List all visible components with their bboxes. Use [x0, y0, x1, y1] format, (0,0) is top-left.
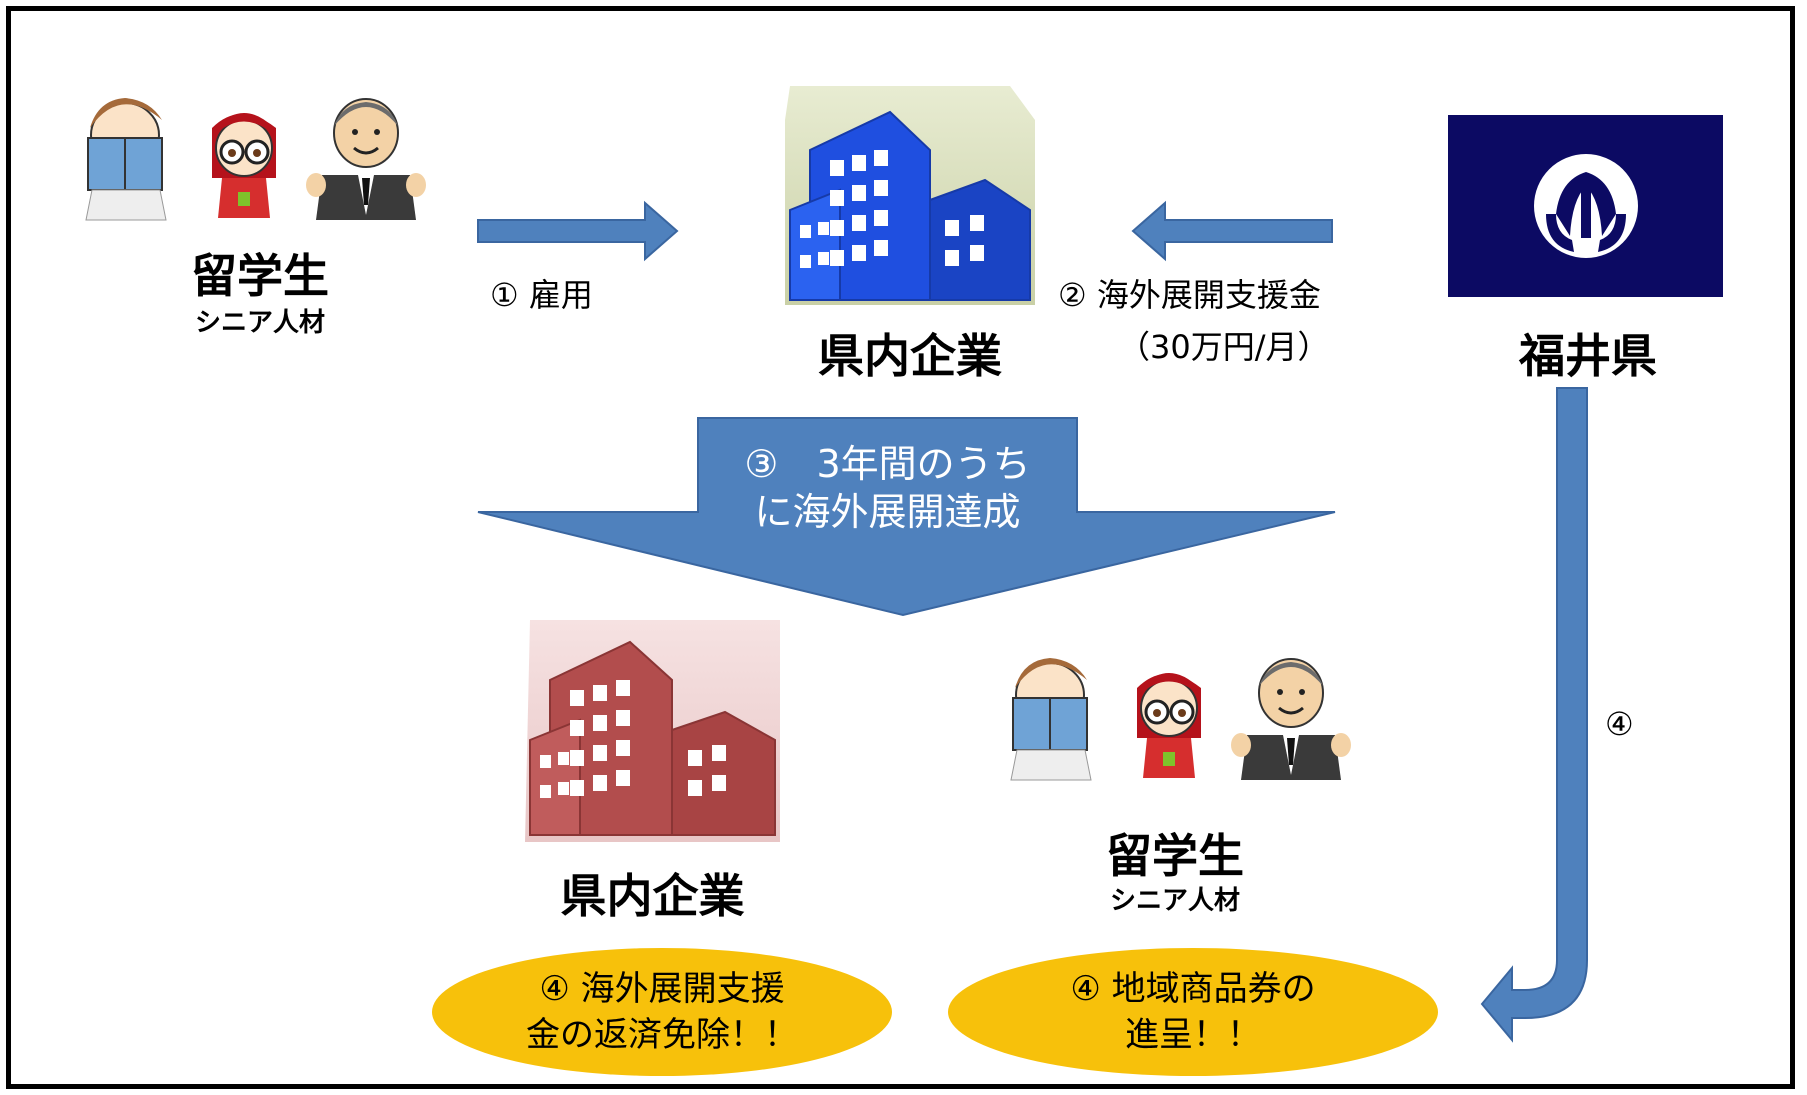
step2-line2: （30万円/月） — [1118, 328, 1330, 366]
senior-man-icon — [1231, 658, 1351, 780]
people-illustration-bottom — [1010, 658, 1351, 781]
step4-side-label: ④ — [1605, 705, 1634, 743]
benefit-people-line2: 進呈！！ — [1125, 1015, 1261, 1055]
diagram-frame — [6, 6, 1795, 1089]
step1-label: ① 雇用 — [490, 276, 593, 314]
girl-glasses-icon — [1137, 673, 1201, 778]
benefit-company-line1: ④ 海外展開支援 — [539, 969, 785, 1009]
building-blue-icon — [785, 86, 1035, 305]
arrow-step1 — [477, 200, 679, 262]
step3-line1: ③ 3年間のうち — [744, 442, 1031, 486]
prefecture-label: 福井県 — [1519, 329, 1657, 383]
benefit-people-line1: ④ 地域商品券の — [1070, 969, 1316, 1009]
senior-man-icon — [306, 98, 426, 220]
benefit-company-ellipse: ④ 海外展開支援 金の返済免除！！ — [432, 948, 892, 1076]
bottom-people-sublabel: シニア人材 — [1109, 886, 1240, 916]
top-company-label: 県内企業 — [818, 329, 1002, 383]
step3-text: ③ 3年間のうち に海外展開達成 — [698, 440, 1077, 536]
fukui-flag-icon — [1448, 115, 1723, 297]
bottom-people-label: 留学生 — [1106, 829, 1244, 883]
bottom-company-label: 県内企業 — [560, 869, 745, 923]
people-illustration-top — [85, 98, 426, 221]
reader-person-icon — [1010, 658, 1092, 781]
benefit-company-line2: 金の返済免除！！ — [526, 1015, 798, 1055]
arrow-step4-curve — [1480, 387, 1588, 1043]
girl-glasses-icon — [212, 113, 276, 218]
step2-line1: ② 海外展開支援金 — [1058, 276, 1321, 314]
step3-line2: に海外展開達成 — [754, 490, 1021, 534]
reader-person-icon — [85, 98, 167, 221]
arrow-step2 — [1131, 200, 1333, 262]
benefit-people-ellipse: ④ 地域商品券の 進呈！！ — [948, 948, 1438, 1076]
arrow-step3 — [477, 417, 1336, 617]
building-red-icon — [525, 620, 780, 842]
top-people-label: 留学生 — [191, 249, 329, 303]
top-people-sublabel: シニア人材 — [194, 308, 325, 338]
